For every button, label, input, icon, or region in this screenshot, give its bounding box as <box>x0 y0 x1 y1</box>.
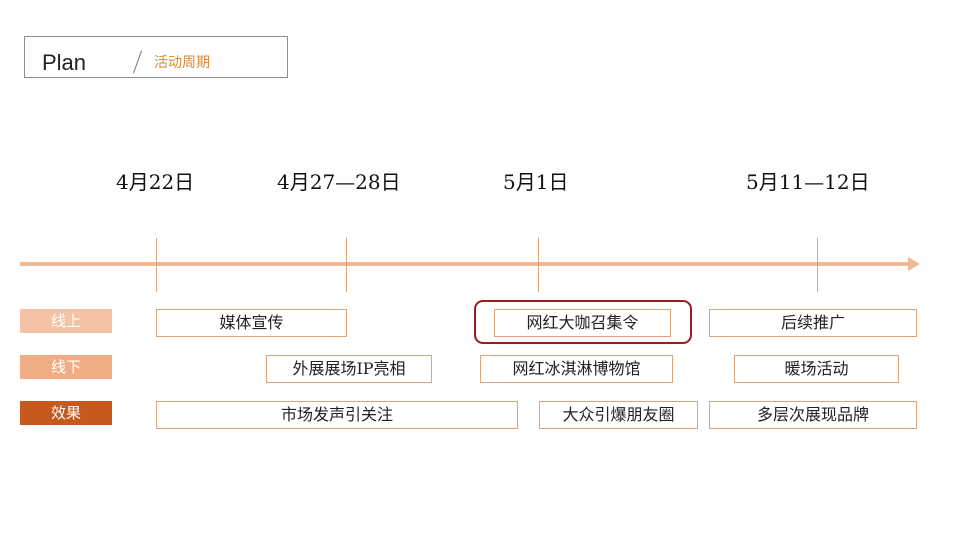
timeline-arrow-icon <box>908 257 920 271</box>
row-label-offline: 线下 <box>20 355 112 379</box>
page-subtitle: 活动周期 <box>154 55 210 71</box>
timeline-axis <box>20 262 910 266</box>
page-title: Plan <box>42 50 87 75</box>
timeline-date-1: 4月22日 <box>116 170 195 194</box>
row-label-effect: 效果 <box>20 401 112 425</box>
timeline-tick <box>538 238 539 292</box>
highlight-frame <box>474 300 692 344</box>
timeline-tick <box>817 238 818 292</box>
timeline-tick <box>346 238 347 292</box>
online-item-1: 媒体宣传 <box>156 309 347 337</box>
timeline-date-3: 5月1日 <box>503 170 569 194</box>
timeline-tick <box>156 238 157 292</box>
row-label-online: 线上 <box>20 309 112 333</box>
effect-item-2: 大众引爆朋友圈 <box>539 401 698 429</box>
timeline-date-4: 5月11—12日 <box>746 170 870 194</box>
effect-item-3: 多层次展现品牌 <box>709 401 917 429</box>
timeline-date-2: 4月27—28日 <box>277 170 401 194</box>
offline-item-2: 网红冰淇淋博物馆 <box>480 355 673 383</box>
offline-item-3: 暖场活动 <box>734 355 899 383</box>
online-item-2: 网红大咖召集令 <box>494 309 671 337</box>
online-item-3: 后续推广 <box>709 309 917 337</box>
effect-item-1: 市场发声引关注 <box>156 401 518 429</box>
offline-item-1: 外展展场IP亮相 <box>266 355 432 383</box>
header-box <box>24 36 288 78</box>
